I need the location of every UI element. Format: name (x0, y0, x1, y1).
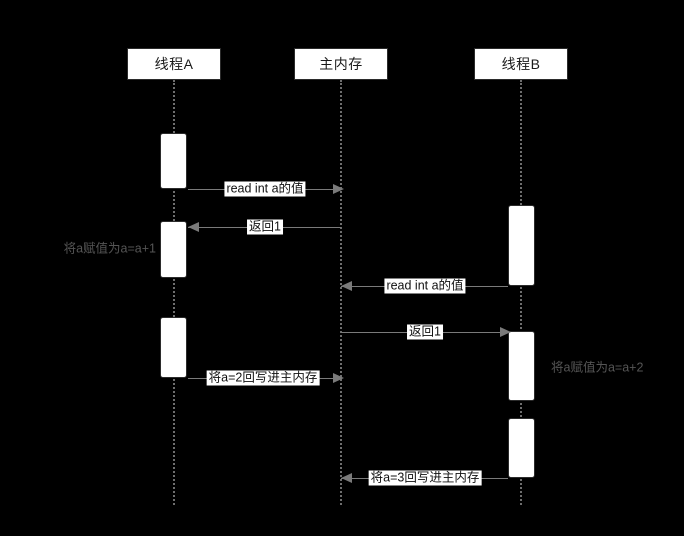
activation-bar-threadB-1[interactable] (508, 205, 535, 286)
activation-bar-threadB-3[interactable] (508, 418, 535, 478)
participant-label-memory: 主内存 (319, 56, 363, 72)
message-arrowhead-read-a-from-threadB (341, 281, 352, 291)
note-assign-a-plus-2: 将a赋值为a=a+2 (551, 360, 644, 375)
lifeline-threadB (520, 80, 522, 505)
message-arrowhead-writeback-a2 (333, 373, 344, 383)
participant-header-threadA[interactable]: 线程A (127, 48, 221, 80)
activation-bar-threadA-3[interactable] (160, 317, 187, 378)
participant-label-threadA: 线程A (154, 56, 194, 72)
activation-bar-threadB-2[interactable] (508, 331, 535, 401)
message-arrowhead-read-a-from-threadA (333, 184, 344, 194)
message-label-return1-to-threadA: 返回1 (247, 219, 283, 235)
message-label-return1-to-threadB: 返回1 (407, 324, 443, 340)
lifeline-memory (340, 80, 342, 505)
message-label-writeback-a2: 将a=2回写进主内存 (206, 370, 320, 386)
participant-label-threadB: 线程B (501, 56, 541, 72)
activation-bar-threadA-2[interactable] (160, 221, 187, 278)
participant-header-threadB[interactable]: 线程B (474, 48, 568, 80)
message-label-read-a-from-threadA: read int a的值 (224, 181, 306, 197)
lifeline-threadA (173, 80, 175, 505)
message-arrowhead-return1-to-threadA (188, 222, 199, 232)
message-arrowhead-return1-to-threadB (500, 327, 511, 337)
message-label-writeback-a3: 将a=3回写进主内存 (368, 470, 482, 486)
participant-header-memory[interactable]: 主内存 (294, 48, 388, 80)
note-assign-a-plus-1: 将a赋值为a=a+1 (63, 241, 156, 256)
activation-bar-threadA-1[interactable] (160, 133, 187, 189)
message-arrowhead-writeback-a3 (341, 473, 352, 483)
message-label-read-a-from-threadB: read int a的值 (384, 278, 466, 294)
